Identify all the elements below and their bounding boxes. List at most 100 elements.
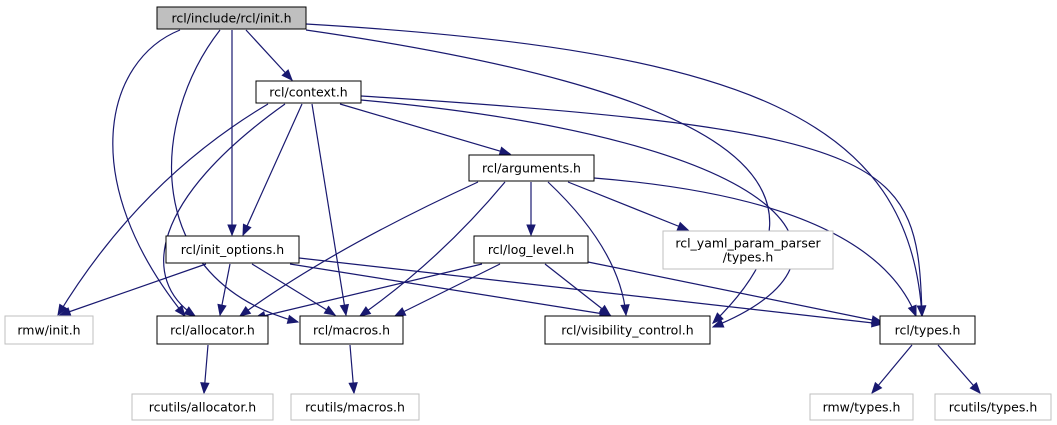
edge-context-to-visibility [360, 99, 795, 328]
edge-log_level-to-visibility [544, 263, 612, 316]
arrowhead-icon [323, 305, 337, 316]
node-label: rcutils/types.h [949, 400, 1038, 415]
node-box [473, 235, 589, 264]
node-label: rcl/types.h [895, 323, 961, 338]
node-label: rcl_yaml_param_parser [675, 236, 821, 251]
edge-arguments-to-allocator [238, 181, 479, 317]
node-box [544, 315, 711, 345]
nodes-layer: rcl/include/rcl/init.h rcl/context.h rcl/a… [4, 6, 1052, 421]
arrowhead-icon [711, 318, 725, 328]
node-rmw-init: rmw/init.h [4, 315, 94, 345]
edge-arguments-to-visibility [547, 181, 630, 317]
node-label: rcutils/macros.h [305, 400, 405, 415]
edge-line [359, 181, 506, 317]
node-label: rcl/macros.h [313, 323, 390, 338]
arrowhead-icon [598, 304, 612, 316]
node-log-level[interactable]: rcl/log_level.h [473, 235, 589, 264]
edge-context-to-arguments [339, 103, 512, 156]
edge-init_options-to-allocator [217, 263, 231, 317]
arrowhead-icon [676, 221, 690, 231]
node-types[interactable]: rcl/types.h [879, 315, 976, 345]
edge-line [254, 263, 483, 319]
edge-line [242, 103, 303, 236]
edge-macros-to-rcutils_macros [348, 344, 358, 395]
arrowhead-icon [620, 304, 630, 317]
arrowhead-icon [339, 303, 350, 317]
node-rcutils-macros: rcutils/macros.h [290, 393, 420, 421]
arrowhead-icon [242, 223, 252, 237]
node-context[interactable]: rcl/context.h [255, 80, 362, 104]
node-label: rcl/log_level.h [488, 242, 574, 257]
node-box [131, 393, 274, 421]
node-visibility[interactable]: rcl/visibility_control.h [544, 315, 711, 345]
edge-line [239, 181, 479, 317]
edge-line [937, 344, 981, 394]
arrowhead-icon [969, 381, 981, 395]
edge-init-to-init_options [227, 30, 237, 237]
node-label: rcutils/allocator.h [149, 400, 256, 415]
node-allocator[interactable]: rcl/allocator.h [156, 315, 269, 345]
edge-line [544, 263, 611, 316]
edge-line [311, 103, 347, 316]
arrowhead-icon [712, 312, 724, 324]
edge-context-to-init_options [242, 103, 303, 237]
node-rmw-types: rmw/types.h [809, 393, 914, 421]
edge-line [360, 99, 795, 328]
arrowhead-icon [526, 224, 536, 237]
node-label: rcl/include/rcl/init.h [171, 11, 291, 26]
edge-line [289, 263, 611, 316]
arrowhead-icon [200, 382, 210, 395]
edge-line [59, 263, 207, 316]
edge-line [394, 263, 501, 317]
node-macros[interactable]: rcl/macros.h [299, 315, 404, 345]
node-init-options[interactable]: rcl/init_options.h [165, 235, 300, 264]
node-box [255, 80, 362, 104]
node-arguments[interactable]: rcl/arguments.h [468, 154, 595, 182]
node-box [934, 393, 1052, 421]
edge-arguments-to-yaml_types [567, 181, 690, 231]
arrowhead-icon [871, 381, 883, 395]
edge-arguments-to-macros [358, 181, 506, 317]
edge-types-to-rcutils_types [937, 344, 981, 395]
edge-log_level-to-types [587, 261, 884, 325]
edge-line [587, 261, 883, 323]
node-label: rcl/visibility_control.h [561, 323, 693, 338]
edge-init-to-macros [170, 29, 300, 324]
arrowhead-icon [217, 303, 227, 317]
edge-init-to-allocator [112, 29, 186, 318]
node-box [809, 393, 914, 421]
edge-line [593, 177, 917, 317]
edge-line [339, 103, 511, 155]
arrowhead-icon [183, 306, 197, 317]
edge-init-to-context [245, 29, 293, 81]
edge-line [360, 95, 923, 317]
node-label: rmw/init.h [17, 323, 80, 338]
edges-layer [57, 23, 981, 395]
node-label: rcl/init_options.h [181, 242, 284, 257]
edge-init_options-to-macros [251, 263, 337, 316]
node-box [156, 6, 307, 30]
arrowhead-icon [907, 304, 917, 318]
arrowhead-icon [238, 305, 252, 317]
edge-arguments-to-types [593, 177, 917, 318]
edge-line [57, 103, 269, 316]
node-box [468, 154, 595, 182]
node-label: rcl/context.h [269, 85, 347, 100]
edge-line [567, 181, 689, 231]
arrowhead-icon [358, 306, 372, 317]
arrowhead-icon [498, 146, 512, 156]
arrowhead-icon [58, 307, 72, 317]
arrowhead-icon [227, 224, 237, 237]
edge-line [163, 103, 286, 317]
node-box [662, 230, 834, 270]
arrowhead-icon [916, 305, 927, 318]
edge-context-to-macros [311, 103, 350, 317]
edge-context-to-rmw_init [57, 103, 269, 317]
arrowhead-icon [281, 69, 293, 81]
node-yaml-types: rcl_yaml_param_parser/types.h [662, 230, 834, 270]
edge-line [547, 181, 627, 316]
edge-arguments-to-log_level [526, 182, 536, 237]
node-init[interactable]: rcl/include/rcl/init.h [156, 6, 307, 30]
edge-line [305, 23, 923, 317]
